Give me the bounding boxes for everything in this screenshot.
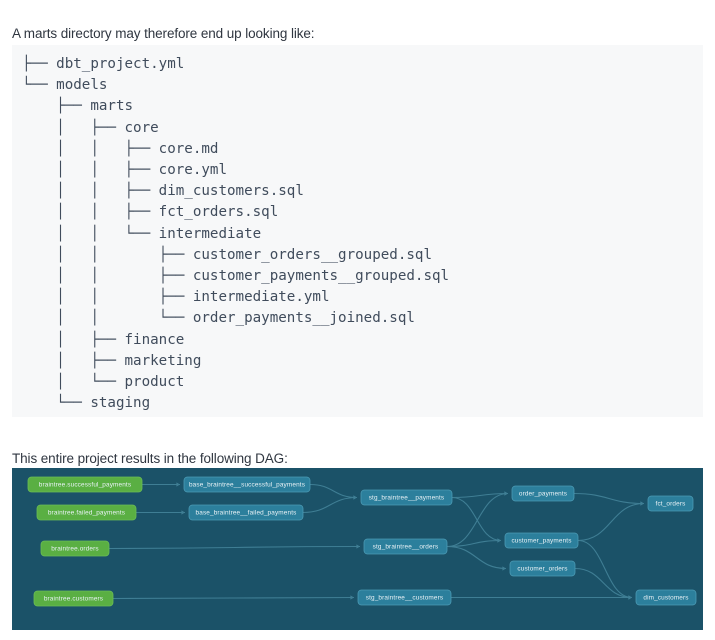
dag-edge-arrowhead [640, 501, 644, 506]
dag-node-shape[interactable] [360, 489, 453, 506]
dag-node-shape[interactable] [188, 504, 304, 521]
dag-node-shape[interactable] [183, 476, 311, 493]
dag-node-braintree_successful_payments[interactable]: braintree.successful_payments [27, 476, 143, 493]
dag-node-stg_braintree_orders[interactable]: stg_braintree__orders [363, 538, 448, 555]
dag-edge-arrowhead [628, 595, 632, 600]
dag-node-shape[interactable] [363, 538, 448, 555]
dag-edge [446, 539, 502, 548]
dag-edge [309, 483, 358, 499]
dag-edge [108, 545, 361, 550]
dag-node-braintree_orders[interactable]: braintree.orders [40, 540, 110, 557]
dag-node-order_payments[interactable]: order_payments [511, 485, 575, 502]
dag-node-label: stg_braintree__payments [369, 495, 445, 502]
dag-edge-layer [108, 482, 645, 600]
dag-node-braintree_customers[interactable]: braintree.customers [33, 590, 114, 607]
dag-edge [577, 539, 633, 599]
dag-caption: This entire project results in the follo… [12, 450, 288, 466]
dag-node-label: customer_payments [511, 538, 571, 545]
dag-edge [112, 596, 355, 600]
dag-node-label: stg_braintree__customers [366, 595, 444, 602]
dag-node-customer_orders[interactable]: customer_orders [509, 560, 576, 577]
dag-edge-arrowhead [353, 495, 357, 500]
dag-edge-arrowhead [356, 544, 360, 549]
dag-edge-arrowhead [350, 595, 354, 600]
dag-edge-arrowhead [497, 538, 501, 543]
dag-diagram[interactable]: braintree.successful_payments braintree.f… [12, 468, 703, 630]
dag-node-stg_braintree_payments[interactable]: stg_braintree__payments [360, 489, 453, 506]
dag-node-label: braintree.successful_payments [39, 482, 131, 489]
dag-canvas[interactable]: braintree.successful_payments braintree.f… [12, 468, 703, 630]
dag-node-label: braintree.orders [51, 546, 99, 553]
dag-node-base_braintree_failed_payments[interactable]: base_braintree__failed_payments [188, 504, 304, 521]
intro-paragraph: A marts directory may therefore end up l… [12, 25, 315, 41]
directory-tree-text: ├── dbt_project.yml └── models ├── marts… [22, 56, 450, 412]
dag-edge-arrowhead [176, 482, 180, 487]
dag-edge [577, 502, 645, 542]
dag-node-base_braintree_successful_payments[interactable]: base_braintree__successful_payments [183, 476, 311, 493]
dag-node-label: customer_orders [517, 566, 567, 573]
dag-node-customer_payments[interactable]: customer_payments [504, 532, 579, 549]
dag-edge [451, 496, 502, 542]
dag-edge [302, 496, 358, 514]
dag-edge [446, 492, 509, 548]
dag-edge [446, 545, 507, 570]
dag-node-label: braintree.failed_payments [48, 510, 125, 517]
dag-node-stg_braintree_customers[interactable]: stg_braintree__customers [357, 589, 452, 606]
dag-node-label: dim_customers [643, 595, 688, 602]
dag-edge-arrowhead [502, 566, 506, 571]
dag-node-shape[interactable] [36, 504, 137, 521]
dag-node-shape[interactable] [27, 476, 143, 493]
dag-node-shape[interactable] [40, 540, 110, 557]
dag-node-label: fct_orders [656, 501, 686, 508]
dag-node-label: base_braintree__successful_payments [189, 482, 305, 489]
dag-node-shape[interactable] [511, 485, 575, 502]
dag-node-dim_customers[interactable]: dim_customers [635, 589, 697, 606]
dag-node-shape[interactable] [647, 495, 694, 512]
dag-node-shape[interactable] [357, 589, 452, 606]
dag-node-layer: braintree.successful_payments braintree.f… [27, 476, 697, 607]
dag-node-shape[interactable] [509, 560, 576, 577]
dag-edge [574, 567, 633, 599]
dag-node-label: stg_braintree__orders [373, 544, 439, 551]
dag-node-shape[interactable] [33, 590, 114, 607]
dag-node-shape[interactable] [635, 589, 697, 606]
dag-node-label: base_braintree__failed_payments [196, 510, 297, 517]
dag-node-fct_orders[interactable]: fct_orders [647, 495, 694, 512]
dag-node-label: order_payments [519, 491, 567, 498]
dag-edge-arrowhead [504, 491, 508, 496]
dag-edge [451, 492, 509, 499]
dag-edge [573, 492, 645, 505]
dag-node-label: braintree.customers [44, 596, 103, 603]
dag-node-braintree_failed_payments[interactable]: braintree.failed_payments [36, 504, 137, 521]
dag-edge-arrowhead [181, 510, 185, 515]
dag-node-shape[interactable] [504, 532, 579, 549]
directory-tree-code-block: ├── dbt_project.yml └── models ├── marts… [12, 45, 703, 417]
